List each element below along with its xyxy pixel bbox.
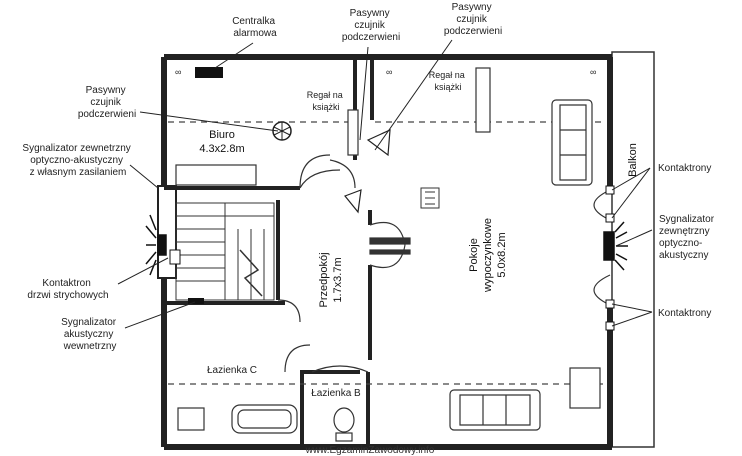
staircase bbox=[175, 202, 275, 301]
balcony: Balkon bbox=[611, 51, 655, 448]
alarm-central-unit bbox=[195, 67, 223, 78]
corner-mark-1: ∞ bbox=[175, 67, 181, 77]
hall-name: Przedpokój bbox=[318, 252, 330, 307]
bath-b-label: Łazienka B bbox=[311, 388, 361, 399]
room-labels: Biuro 4.3x2.8m Przedpokój 1.7x3.7m Pokoj… bbox=[199, 70, 508, 399]
reed-balcony-top bbox=[605, 185, 615, 195]
callout-int-siren: Sygnalizator akustyczny wewnetrzny bbox=[61, 317, 119, 352]
callout-pir-left: Pasywny czujnik podczerwieni bbox=[78, 85, 136, 120]
reed-attic bbox=[169, 249, 181, 265]
balcony-label: Balkon bbox=[627, 143, 639, 177]
pir-sensor-hall bbox=[344, 189, 362, 214]
watermark: www.EgzaminZawodowy.info bbox=[305, 445, 435, 456]
callout-reed-right-top: Kontaktrony bbox=[658, 163, 711, 174]
shelf-label-living: Regał na książki bbox=[429, 70, 468, 92]
callout-labels: Centralka alarmowa Pasywny czujnik podcz… bbox=[22, 2, 717, 352]
shelf-label-office: Regał na książki bbox=[307, 90, 346, 112]
callout-pir-top-1: Pasywny czujnik podczerwieni bbox=[342, 8, 400, 43]
reed-balcony-mid bbox=[605, 213, 615, 223]
callout-central-unit: Centralka alarmowa bbox=[232, 16, 278, 39]
callout-ext-siren-left: Sygnalizator zewnetrzny optyczno-akustyc… bbox=[22, 143, 133, 178]
internal-siren bbox=[188, 298, 204, 304]
corner-mark-2: ∞ bbox=[386, 67, 392, 77]
interior-walls bbox=[164, 60, 374, 447]
office-size: 4.3x2.8m bbox=[199, 143, 244, 155]
callout-ext-siren-right: Sygnalizator zewnętrzny optyczno- akusty… bbox=[659, 214, 717, 261]
callout-pir-top-2: Pasywny czujnik podczerwieni bbox=[444, 2, 502, 37]
corner-mark-3: ∞ bbox=[590, 67, 596, 77]
external-siren-left bbox=[145, 214, 167, 276]
living-size: 5.0x8.2m bbox=[496, 232, 508, 277]
callout-reed-right-bottom: Kontaktrony bbox=[658, 308, 711, 319]
furniture bbox=[175, 67, 601, 442]
external-siren-right bbox=[603, 221, 628, 271]
hall-size: 1.7x3.7m bbox=[332, 257, 344, 302]
reed-balcony-bottom bbox=[605, 321, 615, 331]
callout-reed-attic: Kontaktron drzwi strychowych bbox=[27, 278, 108, 301]
leader-lines bbox=[117, 39, 653, 329]
bath-c-label: Łazienka C bbox=[207, 365, 257, 376]
office-name: Biuro bbox=[209, 129, 235, 141]
devices: ∞ ∞ ∞ bbox=[145, 67, 628, 331]
pir-sensor-office bbox=[272, 121, 292, 141]
living-name: Pokoje bbox=[468, 238, 480, 272]
living-sub: wypoczynkowe bbox=[482, 218, 494, 293]
